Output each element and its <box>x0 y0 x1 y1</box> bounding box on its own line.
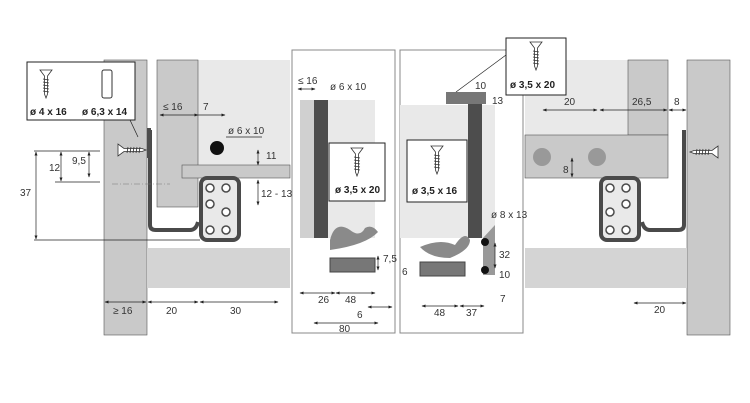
dim-label: 6 <box>357 310 363 321</box>
detail-panel-rear: ø 3,5 x 16 10 13 ø 8 x 13 32 10 6 7 48 3… <box>399 49 528 334</box>
dim-label: 10 <box>475 81 487 92</box>
screw-spec-box-left: ø 4 x 16 ø 6,3 x 14 <box>26 61 139 138</box>
right-cabinet-section: 20 26,5 8 8 20 <box>524 59 731 336</box>
left-cabinet-section: ≤ 16 7 ø 6 x 10 11 12 - 13 37 12 9,5 ≥ 1… <box>20 59 293 336</box>
dim-label: 20 <box>166 306 178 317</box>
dim-label: ø 6 x 10 <box>330 82 367 93</box>
dim-label: 37 <box>20 188 32 199</box>
dim-label: 11 <box>266 151 277 162</box>
drawer-side-panel <box>156 59 199 208</box>
dim-label: 26 <box>318 295 330 306</box>
dim-label: 32 <box>499 250 511 261</box>
dim-label: 13 <box>492 96 504 107</box>
runner-profile <box>199 176 241 242</box>
screw-label: ø 3,5 x 16 <box>412 186 457 197</box>
dim-label: ≥ 16 <box>113 306 133 317</box>
dim-label: 48 <box>434 308 446 319</box>
dowel-hole <box>210 141 224 155</box>
screw-label: ø 3,5 x 20 <box>335 185 380 196</box>
dim-label: ø 8 x 13 <box>491 210 528 221</box>
drawer-bottom-strip <box>181 164 291 179</box>
screw-label: ø 4 x 16 <box>30 107 67 118</box>
dim-label: 10 <box>499 270 511 281</box>
detail-panel-front: ø 3,5 x 20 ≤ 16 ø 6 x 10 7,5 26 48 6 80 <box>291 49 397 335</box>
cabinet-side-wall-right <box>686 59 731 336</box>
dim-label: 48 <box>345 295 357 306</box>
dim-label: 9,5 <box>72 156 86 167</box>
dim-label: 7 <box>500 294 506 305</box>
front-panel-band <box>147 248 290 288</box>
dim-label: ≤ 16 <box>163 102 183 113</box>
euro-screw-icon <box>101 69 113 99</box>
dim-label: 30 <box>230 306 242 317</box>
dim-label: 8 <box>563 165 569 176</box>
dim-label: ≤ 16 <box>298 76 318 87</box>
screw-label: ø 6,3 x 14 <box>82 107 127 118</box>
dim-label: 37 <box>466 308 478 319</box>
dim-label: 7 <box>203 102 209 113</box>
dim-label: 12 <box>49 163 61 174</box>
dim-label: 6 <box>402 267 408 278</box>
dim-label: 80 <box>339 324 351 335</box>
mounting-bracket <box>148 130 200 232</box>
screw-spec-box-top: ø 3,5 x 20 <box>455 37 567 96</box>
screw-label: ø 3,5 x 20 <box>510 80 555 91</box>
dim-label: ø 6 x 10 <box>228 126 265 137</box>
dim-label: 7,5 <box>383 254 397 265</box>
dim-label: 20 <box>564 97 576 108</box>
dim-label: 12 - 13 <box>261 189 293 200</box>
dim-label: 26,5 <box>632 97 652 108</box>
dim-label: 20 <box>654 305 666 316</box>
dim-label: 8 <box>674 97 680 108</box>
